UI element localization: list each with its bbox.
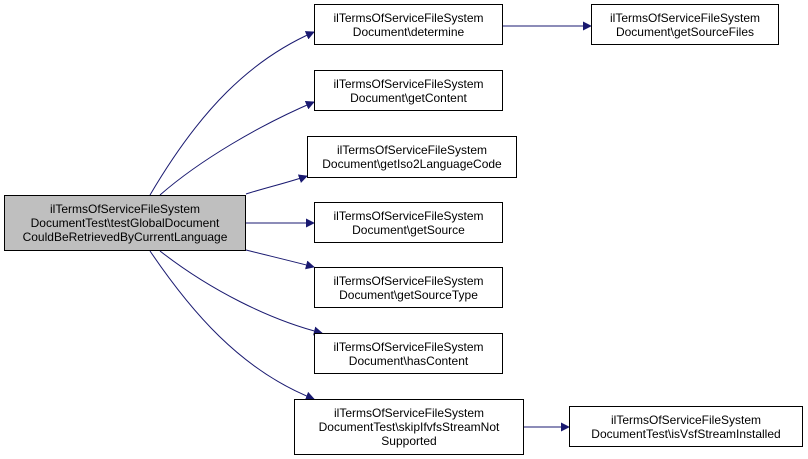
node-label-line: Document\determine (352, 24, 465, 39)
node-is-vsf-stream-installed[interactable]: ilTermsOfServiceFileSystem DocumentTest\… (569, 406, 803, 447)
node-label-line: CouldBeRetrievedByCurrentLanguage (22, 230, 228, 244)
node-label-line: ilTermsOfServiceFileSystem (609, 10, 761, 25)
node-skip-if-vfs-stream-not-supported[interactable]: ilTermsOfServiceFileSystem DocumentTest\… (294, 399, 524, 455)
node-label-line: ilTermsOfServiceFileSystem (610, 412, 762, 427)
node-label-line: Supported (381, 434, 437, 448)
node-label-line: DocumentTest\testGlobalDocument (30, 216, 220, 230)
node-root: ilTermsOfServiceFileSystem DocumentTest\… (4, 195, 246, 251)
edge-root-to-getIso2LanguageCode (245, 174, 308, 195)
node-get-source-files[interactable]: ilTermsOfServiceFileSystem Document\getS… (591, 4, 779, 45)
node-label-line: ilTermsOfServiceFileSystem (333, 10, 484, 25)
node-get-source[interactable]: ilTermsOfServiceFileSystem Document\getS… (314, 202, 503, 243)
node-determine[interactable]: ilTermsOfServiceFileSystem Document\dete… (314, 4, 503, 45)
edge-root-to-getContent (159, 101, 315, 196)
node-label-line: Document\getContent (350, 90, 467, 105)
node-has-content[interactable]: ilTermsOfServiceFileSystem Document\hasC… (314, 333, 503, 374)
node-label-line: ilTermsOfServiceFileSystem (333, 273, 484, 288)
node-get-iso2-language-code[interactable]: ilTermsOfServiceFileSystem Document\getI… (307, 136, 517, 178)
edge-root-to-skipIfvfsStreamNotSupported (149, 250, 315, 401)
node-label-line: Document\getSource (352, 222, 465, 237)
edge-root-to-hasContent (159, 250, 323, 336)
node-label-line: ilTermsOfServiceFileSystem (333, 76, 484, 91)
node-get-content[interactable]: ilTermsOfServiceFileSystem Document\getC… (314, 70, 503, 111)
node-label-line: ilTermsOfServiceFileSystem (49, 202, 201, 216)
node-label-line: ilTermsOfServiceFileSystem (333, 339, 484, 354)
node-label-line: ilTermsOfServiceFileSystem (333, 208, 484, 223)
node-label-line: ilTermsOfServiceFileSystem (336, 143, 488, 157)
node-label-line: Document\getSourceFiles (615, 24, 755, 39)
node-label-line: ilTermsOfServiceFileSystem (333, 406, 485, 420)
node-get-source-type[interactable]: ilTermsOfServiceFileSystem Document\getS… (314, 267, 503, 308)
node-label-line: Document\hasContent (348, 353, 469, 368)
node-label-line: Document\getIso2LanguageCode (322, 157, 502, 171)
edge-root-to-determine (149, 31, 315, 196)
edge-root-to-getSourceType (245, 249, 315, 270)
node-label-line: DocumentTest\skipIfvfsStreamNot (318, 420, 500, 434)
node-label-line: DocumentTest\isVsfStreamInstalled (591, 426, 781, 441)
node-label-line: Document\getSourceType (339, 287, 478, 302)
